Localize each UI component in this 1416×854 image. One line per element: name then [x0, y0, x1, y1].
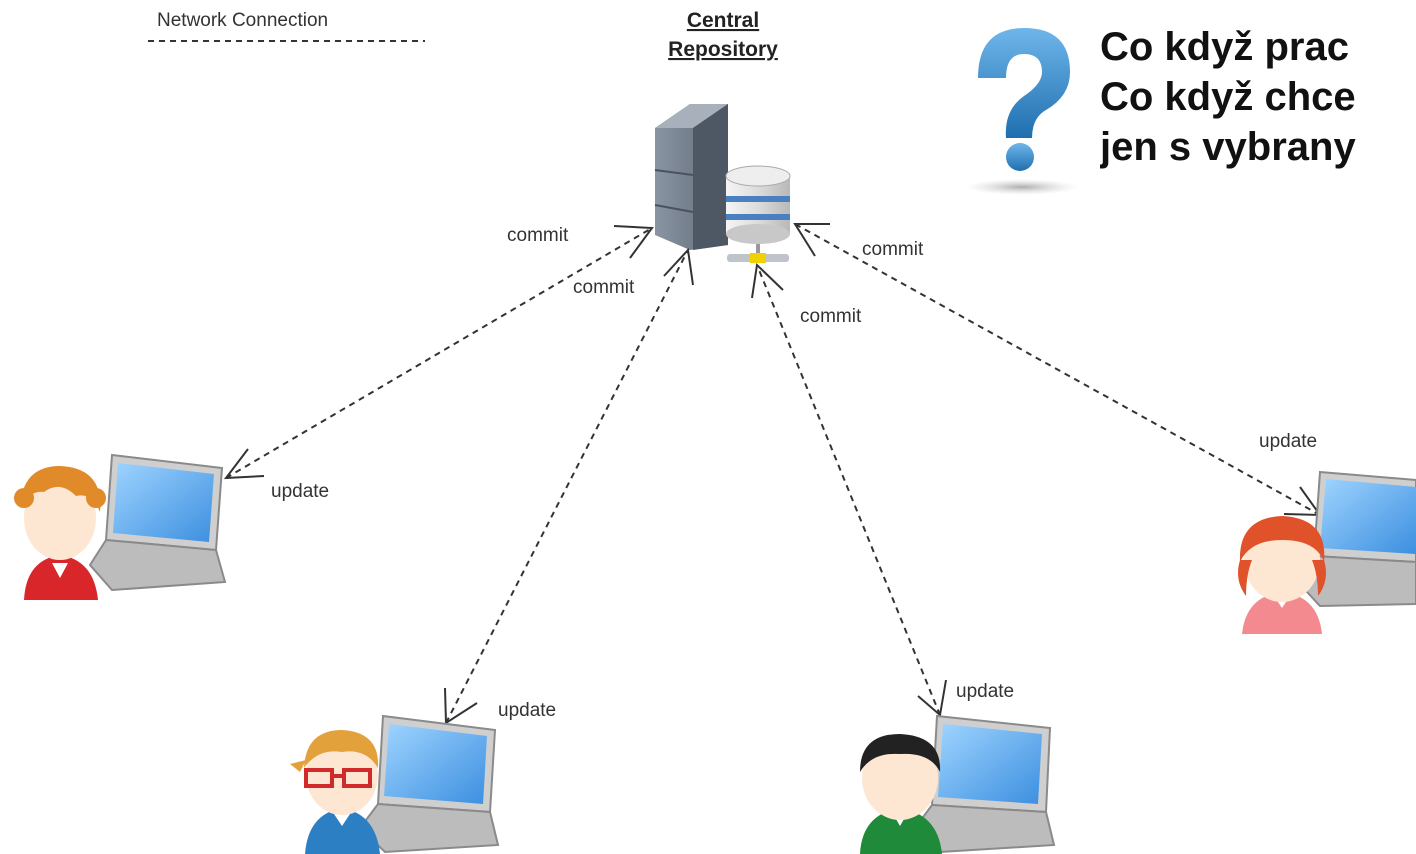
connection-labels: commit update commit update commit updat… — [271, 225, 1317, 721]
connection-right — [794, 223, 1321, 516]
laptop-icon — [1294, 470, 1416, 608]
legend-label: Network Connection — [157, 10, 328, 31]
laptop-icon — [88, 453, 227, 592]
question-text: Co když prac Co když chce jen s vybrany — [1100, 22, 1416, 172]
question-line-1: Co když prac — [1100, 25, 1349, 69]
glasses-icon — [304, 768, 372, 788]
update-label-bottom-left: update — [498, 700, 556, 721]
update-label-bottom-right: update — [956, 681, 1014, 702]
repository-title-line2: Repository — [668, 38, 778, 61]
connection-left — [225, 227, 653, 479]
client-left — [14, 453, 227, 600]
client-right — [1238, 470, 1416, 634]
laptop-icon — [358, 714, 500, 854]
question-mark-icon — [966, 28, 1078, 195]
user-avatar-icon — [290, 730, 380, 854]
central-repository-title: Central Repository — [668, 9, 778, 61]
legend: Network Connection — [148, 10, 425, 42]
update-label-left: update — [271, 481, 329, 502]
user-avatar-icon — [1238, 516, 1326, 634]
connection-lines — [225, 223, 1321, 724]
commit-label-bottom-left: commit — [573, 277, 635, 298]
client-bottom-left — [290, 714, 500, 854]
commit-label-left: commit — [507, 225, 569, 246]
user-avatar-icon — [14, 466, 106, 600]
question-line-2: Co když chce — [1100, 75, 1356, 119]
commit-label-bottom-right: commit — [800, 306, 862, 327]
user-avatar-icon — [860, 734, 942, 854]
server-icon — [654, 104, 728, 250]
arrowheads — [223, 223, 1322, 725]
question-line-3: jen s vybrany — [1100, 125, 1356, 169]
connection-bottom-right — [756, 264, 941, 716]
client-bottom-right — [860, 714, 1056, 854]
repository-title-line1: Central — [687, 9, 759, 32]
laptop-icon — [913, 714, 1056, 854]
commit-label-right: commit — [862, 239, 924, 260]
update-label-right: update — [1259, 431, 1317, 452]
database-icon — [725, 165, 791, 263]
connection-bottom-left — [445, 249, 689, 724]
